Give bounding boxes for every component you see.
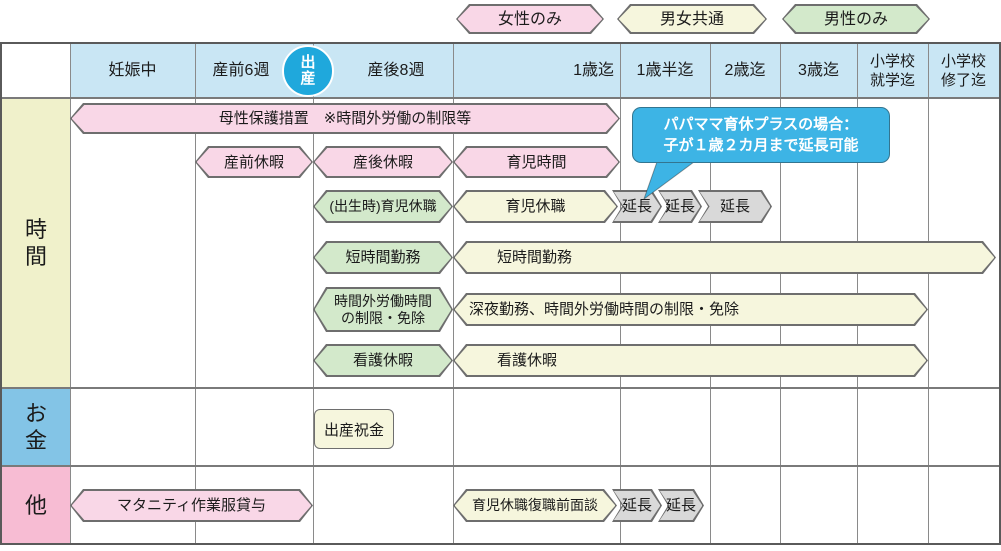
bar-birth-childcare-leave: (出生時)育児休職	[313, 190, 453, 223]
legend-male-only: 男性のみ	[782, 4, 930, 34]
bar-postnatal-leave-label: 産後休暇	[352, 153, 413, 171]
legend-female-only: 女性のみ	[456, 4, 604, 34]
bar-return-interview-label: 育児休職復職前面談	[472, 497, 598, 513]
callout-tail	[643, 158, 700, 200]
header-age1: 1歳迄	[573, 62, 614, 79]
bar-extension-1-label: 延長	[621, 198, 652, 215]
section-label-money: お 金	[2, 389, 70, 465]
box-birth-gift-money-label: 出産祝金	[323, 421, 384, 439]
bar-extension-5-label: 延長	[665, 497, 696, 514]
bar-overtime-limit-male-label: 時間外労働時間の制限・免除	[334, 292, 432, 326]
header-age3: 3歳迄	[798, 62, 839, 79]
header-bottom-line	[2, 97, 999, 99]
birth-badge: 出 産	[282, 45, 334, 97]
bar-short-hours-both: 短時間勤務	[453, 241, 996, 274]
bar-extension-5: 延長	[658, 489, 704, 522]
bar-maternity-protection: 母性保護措置 ※時間外労働の制限等	[70, 103, 620, 134]
bar-extension-3: 延長	[698, 190, 772, 223]
legend-both-genders: 男女共通	[617, 4, 767, 34]
bar-postnatal-leave: 産後休暇	[313, 146, 453, 178]
bar-extension-1: 延長	[612, 190, 662, 223]
grid-col-line-4	[453, 44, 454, 543]
header-school-entry: 小学校 就学迄	[869, 52, 915, 89]
bar-short-hours-both-label: 短時間勤務	[497, 249, 573, 266]
bar-prenatal-leave: 産前休暇	[195, 146, 313, 178]
legend-both-genders-label: 男女共通	[659, 10, 724, 28]
bar-extension-4-label: 延長	[621, 497, 652, 514]
legend-female-only-label: 女性のみ	[497, 10, 562, 28]
section-label-other: 他	[2, 467, 70, 543]
grid-col-line-2	[195, 44, 196, 543]
bar-extension-2: 延長	[658, 190, 702, 223]
grid-col-line-1	[70, 44, 71, 543]
grid-col-line-9	[928, 44, 929, 543]
section-line-time-money	[2, 387, 999, 389]
bar-overtime-limit-both: 深夜勤務、時間外労働時間の制限・免除	[453, 293, 928, 326]
bar-extension-2-label: 延長	[664, 198, 695, 215]
bar-overtime-limit-male: 時間外労働時間の制限・免除	[313, 287, 453, 332]
bar-nursing-leave-male-label: 看護休暇	[352, 352, 413, 369]
header-6w-before: 産前6週	[212, 62, 270, 79]
bar-nursing-leave-both-label: 看護休暇	[497, 352, 558, 369]
table-outer-border	[0, 42, 1001, 545]
bar-nursing-leave-male: 看護休暇	[313, 344, 453, 377]
papa-mama-plus-callout: パパママ育休プラスの場合： 子が１歳２カ月まで延長可能	[632, 107, 890, 163]
header-age1half: 1歳半迄	[636, 62, 694, 79]
bar-childcare-time: 育児時間	[453, 146, 620, 178]
bar-return-interview: 育児休職復職前面談	[453, 489, 617, 522]
legend-male-only-label: 男性のみ	[823, 10, 888, 28]
bar-birth-childcare-leave-label: (出生時)育児休職	[329, 198, 437, 214]
bar-extension-3-label: 延長	[719, 198, 750, 215]
grid-col-line-3	[313, 44, 314, 543]
bar-short-hours-male-label: 短時間勤務	[345, 249, 421, 266]
bar-overtime-limit-both-label: 深夜勤務、時間外労働時間の制限・免除	[469, 301, 740, 318]
header-school-end: 小学校 修了迄	[940, 52, 986, 89]
bar-childcare-leave: 育児休職	[453, 190, 618, 223]
header-8w-after: 産後8週	[367, 62, 425, 79]
section-line-money-other	[2, 465, 999, 467]
bar-prenatal-leave-label: 産前休暇	[223, 153, 284, 171]
header-age2: 2歳迄	[724, 62, 766, 79]
bar-maternity-workwear-label: マタニティ作業服貸与	[116, 497, 267, 514]
bar-maternity-workwear: マタニティ作業服貸与	[70, 489, 313, 522]
bar-nursing-leave-both: 看護休暇	[453, 344, 928, 377]
bar-maternity-protection-label: 母性保護措置 ※時間外労働の制限等	[218, 110, 472, 127]
box-birth-gift-money: 出産祝金	[314, 409, 394, 449]
bar-childcare-time-label: 育児時間	[506, 153, 567, 171]
section-label-time: 時 間	[2, 99, 70, 387]
bar-short-hours-male: 短時間勤務	[313, 241, 453, 274]
bar-childcare-leave-label: 育児休職	[505, 198, 566, 215]
header-pregnancy: 妊娠中	[108, 62, 157, 79]
header-row-background	[70, 44, 999, 97]
bar-extension-4: 延長	[612, 489, 662, 522]
